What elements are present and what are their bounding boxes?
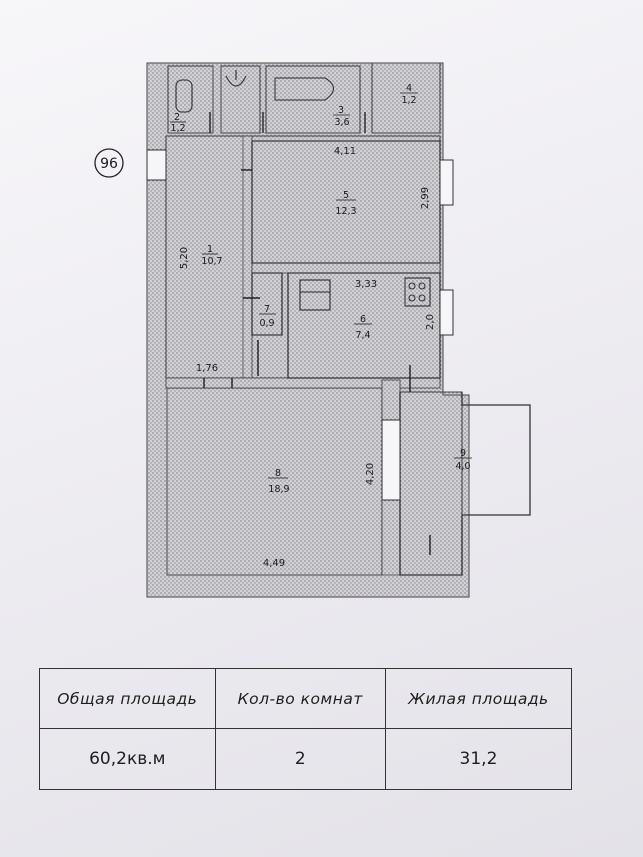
svg-text:0,9: 0,9 [259, 318, 274, 329]
header-total-area: Общая площадь [39, 668, 216, 729]
dimension-2-99: 2,99 [420, 187, 431, 209]
room-label-9: 9 4,0 [454, 448, 472, 472]
sink-counter-icon [299, 279, 331, 311]
room-label-3: 3 3,6 [333, 105, 350, 128]
svg-text:5: 5 [343, 190, 349, 201]
dimension-4-49: 4,49 [263, 558, 285, 569]
dimension-1-76: 1,76 [196, 363, 218, 374]
room-label-7: 7 0,9 [259, 304, 276, 329]
svg-text:9: 9 [460, 448, 466, 459]
svg-text:10,7: 10,7 [201, 256, 222, 267]
summary-table: Общая площадь Кол-во комнат Жилая площад… [39, 668, 573, 790]
fixtures [175, 70, 431, 311]
room-label-8: 8 18,9 [268, 468, 290, 495]
svg-text:3,6: 3,6 [334, 117, 349, 128]
room-label-1: 1 10,7 [201, 244, 222, 267]
svg-text:1,2: 1,2 [401, 95, 416, 106]
svg-text:1,2: 1,2 [170, 123, 185, 134]
dimension-4-11: 4,11 [334, 146, 356, 157]
dimension-3-33: 3,33 [355, 279, 377, 290]
dimension-2-0: 2,0 [425, 314, 436, 330]
header-living-area: Жилая площадь [384, 668, 573, 729]
svg-text:8: 8 [275, 468, 281, 479]
door-marks [203, 112, 431, 555]
balcony-room-9 [399, 392, 531, 576]
summary-value-row: 60,2кв.м 2 31,2 [39, 728, 573, 790]
room-label-6: 6 7,4 [354, 314, 372, 341]
sink-icon [225, 75, 247, 87]
floor-plan: 96 1 10,7 2 1,2 3 3,6 4 1,2 5 12,3 6 7,4… [94, 62, 531, 598]
bathtub-icon [274, 77, 335, 101]
svg-text:4: 4 [406, 83, 412, 94]
svg-text:7,4: 7,4 [355, 330, 370, 341]
room-label-5: 5 12,3 [335, 190, 356, 217]
svg-text:1: 1 [207, 244, 213, 255]
value-room-count: 2 [214, 728, 386, 790]
windows [146, 149, 454, 501]
dimension-4-20: 4,20 [365, 463, 376, 485]
dimension-5-20: 5,20 [179, 247, 190, 269]
summary-header-row: Общая площадь Кол-во комнат Жилая площад… [39, 668, 573, 729]
apartment-number: 96 [100, 156, 118, 172]
room-label-2: 2 1,2 [170, 112, 186, 134]
svg-text:18,9: 18,9 [268, 484, 289, 495]
room-label-4: 4 1,2 [400, 83, 418, 106]
apartment-number-badge [94, 148, 124, 178]
outer-wall [146, 62, 470, 598]
stove-icon [404, 277, 431, 307]
svg-text:7: 7 [264, 304, 270, 315]
toilet-icon [175, 79, 193, 113]
svg-text:4,0: 4,0 [455, 461, 470, 472]
value-living-area: 31,2 [384, 728, 573, 790]
svg-text:12,3: 12,3 [335, 206, 356, 217]
svg-text:6: 6 [360, 314, 366, 325]
header-room-count: Кол-во комнат [214, 668, 386, 729]
svg-text:2: 2 [174, 112, 180, 123]
value-total-area: 60,2кв.м [39, 728, 216, 790]
svg-text:3: 3 [338, 105, 344, 116]
